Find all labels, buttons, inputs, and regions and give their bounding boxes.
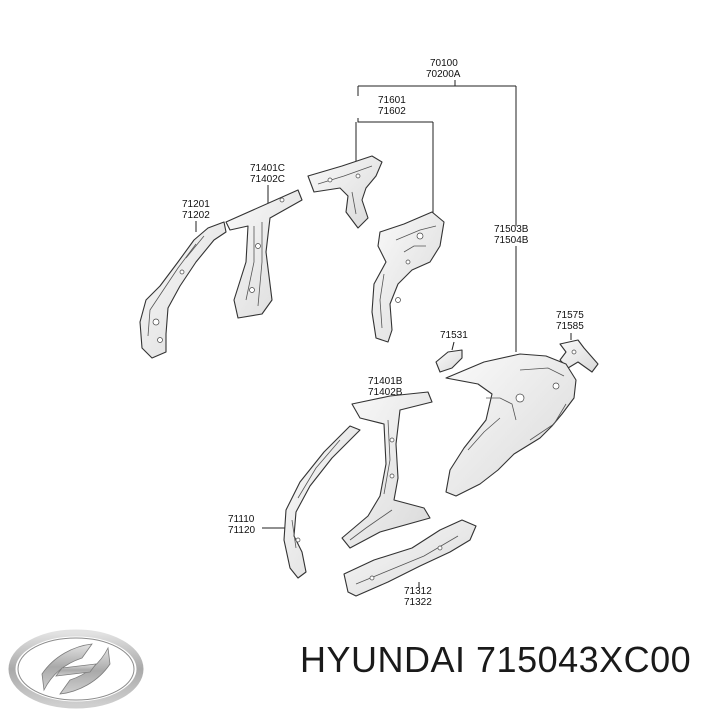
rear-bracket-part [559, 339, 599, 373]
callout-71201: 71201 71202 [182, 199, 210, 221]
part-number-caption: HYUNDAI 715043XC00 [300, 639, 692, 680]
callout-71401c: 71401C 71402C [250, 163, 285, 185]
callout-71401b: 71401B 71402B [368, 376, 403, 398]
a-pillar-outer-part [283, 425, 361, 579]
svg-text:70100: 70100 [430, 58, 458, 69]
svg-text:71503B: 71503B [494, 224, 529, 235]
fuel-door-part [435, 349, 463, 373]
svg-text:70200A: 70200A [426, 69, 461, 80]
rear-wheelhouse-part [371, 211, 445, 343]
side-outer-upper-part [341, 391, 433, 549]
svg-text:71402B: 71402B [368, 387, 403, 398]
callout-71531: 71531 [440, 330, 468, 341]
svg-text:71202: 71202 [182, 210, 210, 221]
side-sill-part [343, 519, 477, 597]
svg-text:71585: 71585 [556, 321, 584, 332]
callout-71575: 71575 71585 [556, 310, 584, 332]
svg-text:71322: 71322 [404, 597, 432, 608]
callout-71503b: 71503B 71504B [494, 224, 529, 246]
callout-70100: 70100 70200A [426, 58, 461, 80]
svg-text:71110: 71110 [228, 514, 255, 525]
roof-rail-part [307, 155, 383, 229]
svg-text:71201: 71201 [182, 199, 210, 210]
svg-text:71401B: 71401B [368, 376, 403, 387]
callout-71601: 71601 71602 [378, 95, 406, 117]
svg-text:71312: 71312 [404, 586, 432, 597]
svg-text:71531: 71531 [440, 330, 468, 341]
callout-71110: 71110 71120 [228, 514, 256, 536]
svg-text:71402C: 71402C [250, 174, 285, 185]
quarter-panel-part [445, 353, 577, 497]
svg-text:71575: 71575 [556, 310, 584, 321]
b-pillar-inner-part [225, 189, 303, 319]
a-pillar-inner-part [139, 221, 227, 359]
svg-text:71602: 71602 [378, 106, 406, 117]
svg-text:71601: 71601 [378, 95, 406, 106]
hyundai-logo-icon [8, 629, 144, 709]
callout-71312: 71312 71322 [404, 586, 432, 608]
svg-text:71120: 71120 [228, 525, 256, 536]
svg-text:71401C: 71401C [250, 163, 285, 174]
svg-text:71504B: 71504B [494, 235, 529, 246]
